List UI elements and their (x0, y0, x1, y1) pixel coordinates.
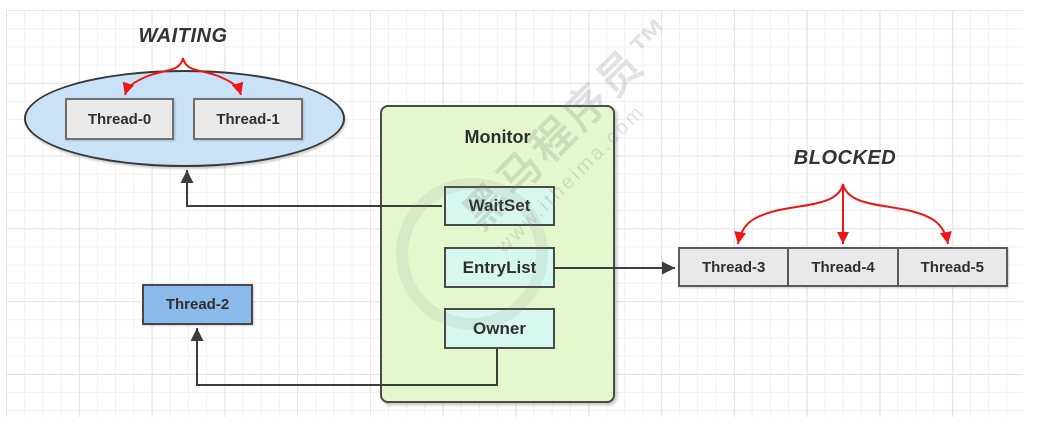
thread-3-node: Thread-3 (680, 249, 790, 285)
blocked-entry-list-row: Thread-3 Thread-4 Thread-5 (678, 247, 1008, 287)
thread-1-node: Thread-1 (193, 98, 303, 140)
waiting-state-title: WAITING (138, 25, 228, 47)
thread-0-node: Thread-0 (65, 98, 174, 140)
thread-5-node: Thread-5 (920, 258, 984, 276)
blocked-state-title: BLOCKED (793, 147, 897, 169)
owner-slot: Owner (444, 308, 555, 349)
monitor-title: Monitor (464, 127, 531, 147)
thread-4-node: Thread-4 (789, 249, 899, 285)
entrylist-slot: EntryList (444, 247, 555, 288)
thread-2-node: Thread-2 (142, 284, 253, 325)
waitset-slot: WaitSet (444, 186, 555, 226)
monitor-container: Monitor WaitSet EntryList Owner (380, 105, 615, 403)
